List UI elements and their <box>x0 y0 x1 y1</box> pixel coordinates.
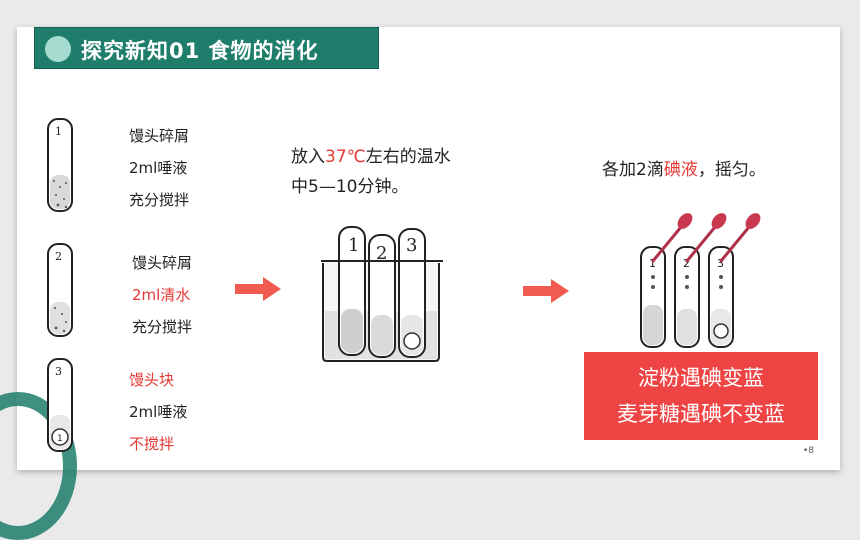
svg-text:1: 1 <box>649 257 656 270</box>
page-number: •8 <box>802 446 814 456</box>
tube-1-number: 1 <box>55 125 62 138</box>
tube-1-line-2: 2ml唾液 <box>129 159 188 177</box>
svg-text:3: 3 <box>717 257 724 270</box>
step2-temperature: 37℃ <box>325 147 366 167</box>
tube-2-line-3: 充分搅拌 <box>132 318 193 336</box>
tube-3-line-2: 2ml唾液 <box>129 403 188 421</box>
svg-text:3: 3 <box>406 235 417 256</box>
step2-text-b: 左右的温水 <box>365 147 451 167</box>
water-bath-beaker-illustration: 1 2 3 <box>321 226 443 362</box>
step2-text-line2: 中5—10分钟。 <box>291 177 409 197</box>
tube-3-number: 3 <box>55 365 62 378</box>
step3-text-a: 各加2滴 <box>602 160 664 180</box>
arrow-right-icon <box>523 279 569 303</box>
page-title: 探究新知01 食物的消化 <box>81 39 319 63</box>
slide: 探究新知01 食物的消化 1 2 1 3 馒头碎屑 2ml唾液 充分搅拌 馒头碎… <box>0 27 840 540</box>
test-tube-1-illustration: 1 <box>47 118 73 212</box>
tube-1-line-1: 馒头碎屑 <box>129 127 190 145</box>
tube-3-line-3: 不搅拌 <box>129 435 175 453</box>
tube-2-line-1: 馒头碎屑 <box>132 254 193 272</box>
svg-text:2: 2 <box>683 257 690 270</box>
arrow-right-icon <box>235 277 281 301</box>
tube-3-line-1: 馒头块 <box>129 371 175 389</box>
result-line-1: 淀粉遇碘变蓝 <box>638 366 764 390</box>
tube-1-line-3: 充分搅拌 <box>129 191 190 209</box>
result-conclusion-box: 淀粉遇碘变蓝 麦芽糖遇碘不变蓝 <box>584 352 818 440</box>
step3-reagent: 碘液 <box>663 160 698 180</box>
svg-text:1: 1 <box>57 434 63 444</box>
step2-instruction: 放入37℃左右的温水 中5—10分钟。 <box>291 142 451 202</box>
step2-text-a: 放入 <box>291 147 325 167</box>
iodine-dropper-tubes-illustration: 1 2 3 <box>640 213 761 348</box>
tube-2-line-2: 2ml清水 <box>132 286 191 304</box>
svg-text:1: 1 <box>348 235 359 256</box>
title-bullet-icon <box>45 36 71 62</box>
test-tube-2-illustration: 2 <box>47 243 73 337</box>
result-line-2: 麦芽糖遇碘不变蓝 <box>617 402 785 426</box>
step3-instruction: 各加2滴碘液，摇匀。 <box>602 155 766 185</box>
test-tube-3-illustration: 1 3 <box>47 358 73 452</box>
title-bar: 探究新知01 食物的消化 <box>34 27 379 69</box>
svg-text:2: 2 <box>376 243 387 264</box>
step3-text-b: ，摇匀。 <box>697 160 766 180</box>
tube-2-number: 2 <box>55 250 62 263</box>
